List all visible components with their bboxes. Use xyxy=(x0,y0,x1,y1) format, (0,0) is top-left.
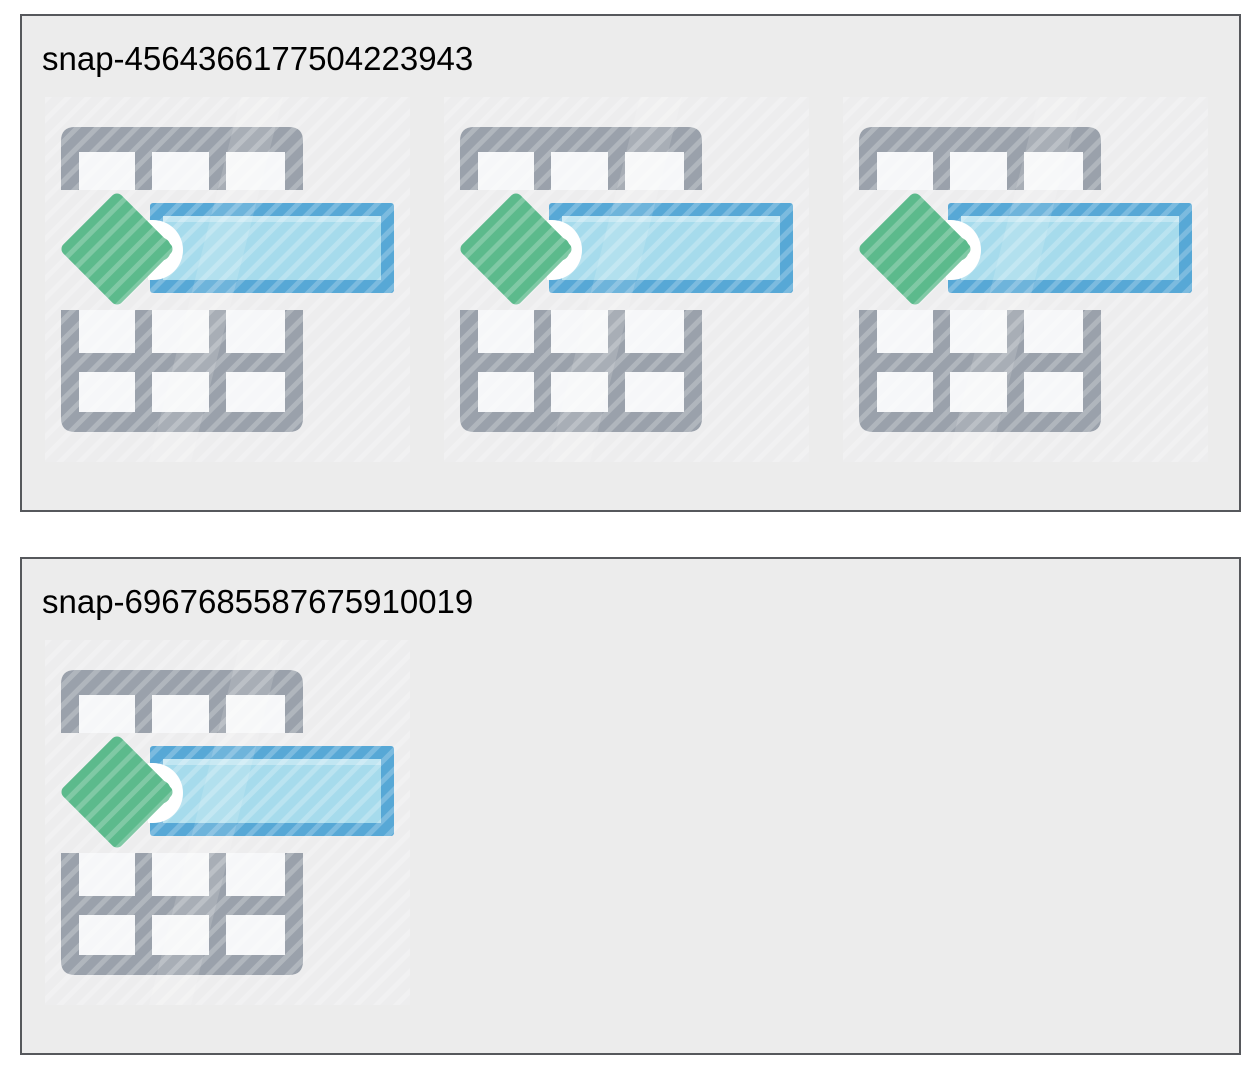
table-extract-row-icon xyxy=(45,640,410,1005)
snapshot-panel-2: snap-6967685587675910019 xyxy=(20,557,1241,1055)
hatch-overlay xyxy=(843,97,1208,462)
hatch-overlay xyxy=(45,97,410,462)
table-extract-row-icon xyxy=(444,97,809,462)
snapshot-title: snap-4564366177504223943 xyxy=(42,40,474,77)
hatch-overlay xyxy=(45,640,410,1005)
icon-row xyxy=(45,97,1221,462)
table-extract-row-icon xyxy=(45,97,410,462)
snapshot-title: snap-6967685587675910019 xyxy=(42,583,474,620)
hatch-overlay xyxy=(444,97,809,462)
icon-row xyxy=(45,640,1221,1005)
table-extract-row-icon xyxy=(843,97,1208,462)
snapshot-panel-1: snap-4564366177504223943 xyxy=(20,14,1241,512)
